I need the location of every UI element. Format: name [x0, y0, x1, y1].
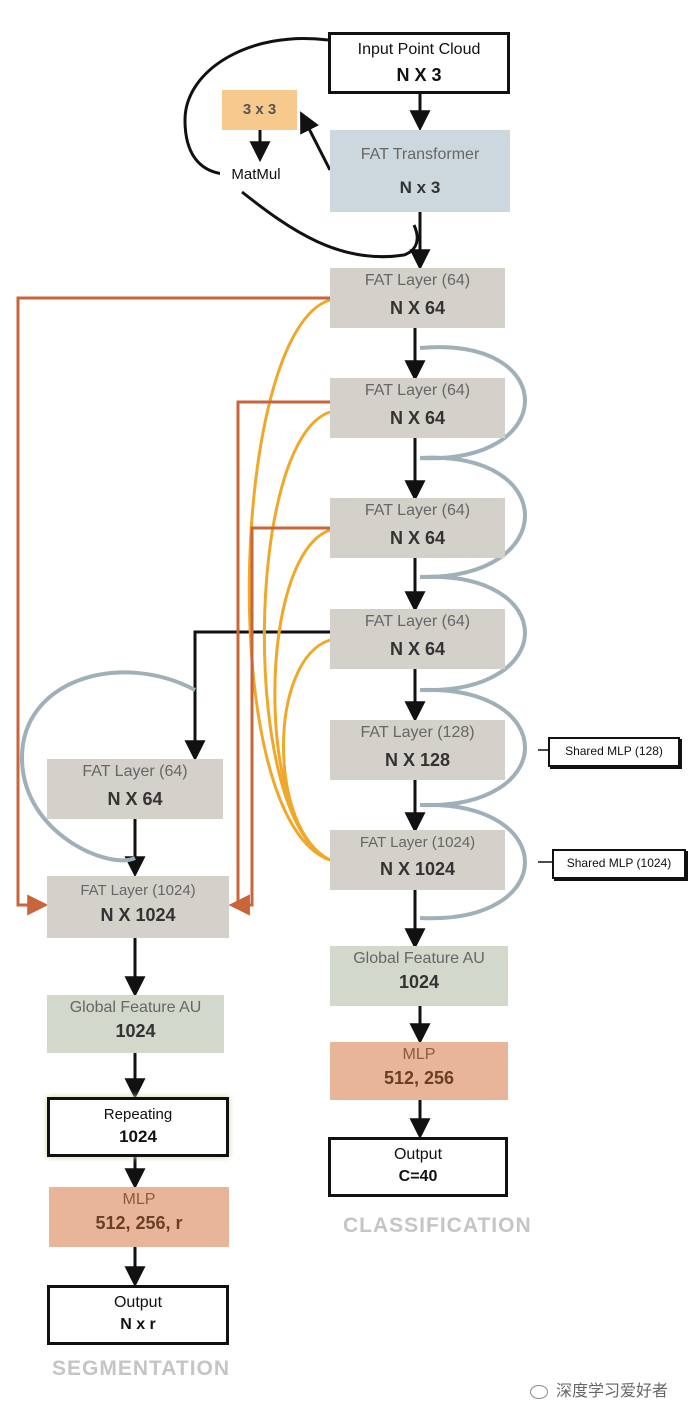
wechat-icon [530, 1384, 548, 1399]
node-label: FAT Layer (64) [364, 382, 471, 399]
seg-residual-arc [19, 670, 196, 863]
transformer-loop [183, 37, 419, 259]
node-label: Input Point Cloud [357, 41, 481, 58]
node-label: FAT Layer (64) [364, 272, 471, 289]
cls-mlp-node: MLP 512, 256 [330, 1042, 508, 1100]
orange-skip-1 [16, 296, 330, 916]
fat-layer-node-3: FAT Layer (64) N X 64 [330, 498, 505, 558]
segmentation-caption: SEGMENTATION [52, 1357, 231, 1380]
loop-arc-top [183, 37, 329, 176]
node-shape: 1024 [398, 972, 440, 992]
seg-mlp-node: MLP 512, 256, r [49, 1187, 229, 1247]
node-shape: N X 3 [396, 65, 442, 85]
node-shape: N X 64 [389, 298, 446, 318]
node-label: FAT Layer (64) [364, 613, 471, 630]
node-label: Output [393, 1146, 443, 1163]
node-shape: 1024 [119, 1127, 157, 1146]
input-point-cloud-node: Input Point Cloud N X 3 [328, 32, 510, 94]
seg-fat-layer-64-node: FAT Layer (64) N X 64 [47, 759, 223, 819]
node-label: MatMul [231, 166, 281, 183]
yellow-arc-2 [262, 410, 331, 862]
seg-repeating-node: Repeating 1024 [47, 1097, 229, 1157]
node-shape: N X 64 [389, 639, 446, 659]
residual-arc-5 [419, 802, 527, 921]
cls-global-feature-node: Global Feature AU 1024 [330, 946, 508, 1006]
seg-fat-layer-1024-node: FAT Layer (1024) N X 1024 [47, 876, 229, 938]
orange-skip-3 [228, 526, 330, 916]
cls-output-node: Output C=40 [328, 1137, 508, 1197]
node-label: 3 x 3 [242, 101, 277, 118]
watermark-text: 深度学习爱好者 [556, 1383, 669, 1400]
node-shape: N X 1024 [100, 905, 176, 925]
node-shape: N x r [120, 1316, 156, 1333]
three-by-three-node: 3 x 3 [222, 90, 297, 130]
node-shape: N X 1024 [379, 859, 456, 879]
residual-arc-1 [419, 345, 527, 461]
node-shape: N X 64 [389, 408, 446, 428]
fat-layer-node-5: FAT Layer (128) N X 128 [330, 720, 505, 780]
node-shape: 512, 256, r [95, 1213, 183, 1233]
node-label: FAT Layer (1024) [359, 834, 476, 851]
seg-global-feature-node: Global Feature AU 1024 [47, 995, 224, 1053]
loop-arc-bottom [241, 190, 419, 259]
fat-layer-node-2: FAT Layer (64) N X 64 [330, 378, 505, 438]
fat-layer-node-6: FAT Layer (1024) N X 1024 [330, 830, 505, 890]
yellow-arc-1 [247, 298, 331, 862]
node-shape: N X 128 [384, 750, 451, 770]
node-label: MLP [122, 1191, 156, 1208]
matmul-node: MatMul [220, 166, 292, 190]
arrow-transformer-to-3x3 [300, 111, 332, 171]
residual-arc-4 [419, 687, 527, 808]
fat-layer-node-4: FAT Layer (64) N X 64 [330, 609, 505, 669]
side-label-connectors [538, 749, 552, 863]
node-label: FAT Layer (64) [82, 763, 188, 780]
node-shape: N X 64 [107, 789, 163, 809]
residual-arc-2 [419, 455, 527, 580]
node-label: FAT Layer (1024) [80, 882, 196, 899]
arrow-fat4-to-seg-fat64 [184, 630, 330, 762]
orange-skip-lines [16, 296, 330, 916]
node-label: FAT Layer (128) [360, 724, 475, 741]
node-shape: 512, 256 [383, 1068, 455, 1088]
orange-skip-2 [228, 400, 330, 916]
classification-caption: CLASSIFICATION [343, 1214, 532, 1237]
node-label: MLP [402, 1046, 436, 1063]
fat-layer-node-1: FAT Layer (64) N X 64 [330, 268, 505, 328]
shared-mlp-128-label: Shared MLP (128) [548, 737, 680, 767]
node-label: Global Feature AU [69, 999, 202, 1016]
node-shape: C=40 [398, 1168, 438, 1185]
watermark: 深度学习爱好者 [530, 1377, 668, 1401]
node-shape: N X 64 [389, 528, 446, 548]
residual-arc-3 [419, 574, 527, 693]
node-label: Output [113, 1294, 163, 1311]
seg-output-node: Output N x r [47, 1285, 229, 1345]
yellow-skip-arcs [247, 298, 331, 862]
residual-arcs [19, 345, 527, 921]
node-label: FAT Transformer [360, 146, 480, 163]
node-label: Repeating [103, 1106, 173, 1123]
fat-transformer-node: FAT Transformer N x 3 [330, 130, 510, 212]
node-label: Global Feature AU [353, 950, 485, 967]
node-shape: 1024 [115, 1021, 156, 1041]
yellow-arc-4 [282, 638, 331, 862]
shared-mlp-1024-label: Shared MLP (1024) [552, 849, 686, 879]
node-shape: N x 3 [399, 178, 441, 197]
node-label: FAT Layer (64) [364, 502, 471, 519]
main-arrows [124, 92, 431, 1288]
